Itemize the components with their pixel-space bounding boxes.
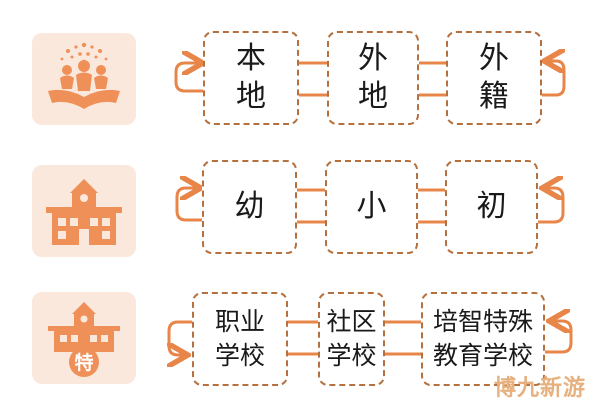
box-junior: 初 [445, 160, 538, 254]
special-school-icon: 特 [48, 302, 120, 377]
box-community-school: 社区 学校 [318, 292, 385, 386]
box-special-education-school: 培智特殊 教育学校 [421, 292, 545, 386]
box-community-school-label: 社区 学校 [326, 307, 377, 370]
box-kindergarten-label: 幼 [234, 189, 265, 224]
school-building-icon [46, 179, 122, 245]
right-loop-arrow-row2 [538, 188, 565, 224]
box-out-of-town: 外 地 [327, 31, 419, 125]
right-loop-arrow-row1 [542, 61, 566, 97]
box-kindergarten: 幼 [202, 160, 297, 254]
icon-tile-row1 [32, 33, 136, 125]
special-badge-circle [69, 347, 99, 377]
icon-tile-row2 [32, 165, 136, 257]
box-foreign: 外 籍 [446, 31, 542, 125]
box-vocational-school-label: 职业 学校 [214, 307, 265, 370]
left-loop-arrow-row1 [174, 63, 203, 93]
reading-people-icon [48, 42, 120, 109]
box-vocational-school: 职业 学校 [192, 292, 288, 386]
box-junior-label: 初 [476, 189, 507, 224]
box-foreign-label: 外 籍 [479, 41, 509, 114]
watermark: 博九新游 [493, 376, 586, 401]
left-loop-arrow-row3 [169, 320, 192, 355]
box-out-of-town-label: 外 地 [358, 41, 388, 114]
box-special-education-school-label: 培智特殊 教育学校 [432, 307, 533, 370]
right-loop-arrow-row3 [545, 321, 573, 354]
box-primary-label: 小 [356, 189, 387, 224]
special-badge-text: 特 [74, 352, 93, 374]
left-loop-arrow-row2 [175, 188, 202, 222]
icon-tile-row3: 特 [32, 292, 136, 384]
box-primary: 小 [325, 160, 418, 254]
box-local-label: 本 地 [236, 41, 266, 114]
box-local: 本 地 [203, 31, 299, 125]
